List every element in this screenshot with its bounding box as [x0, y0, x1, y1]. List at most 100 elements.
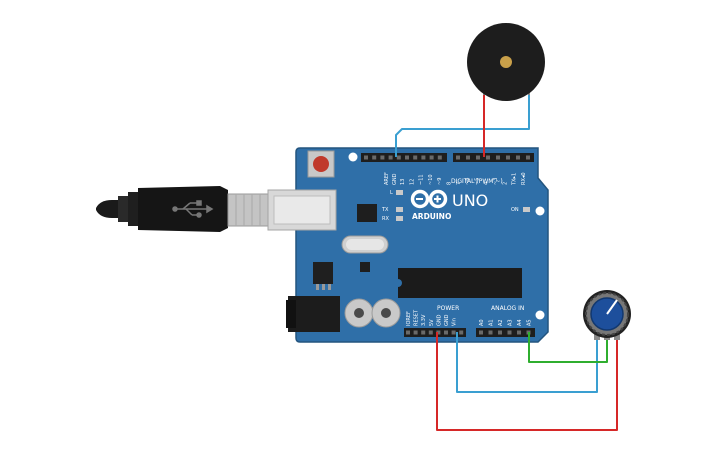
header-pin[interactable]	[421, 330, 426, 335]
digital-header-right	[453, 153, 534, 162]
board-model-text: UNO	[452, 191, 488, 210]
digital-pin-label: 8	[447, 182, 453, 185]
digital-header-label: DIGITAL (PWM ~)	[451, 178, 503, 185]
atmega-chip	[398, 268, 522, 298]
gnd-pin-label: GND	[392, 173, 398, 185]
header-pin[interactable]	[456, 155, 460, 160]
header-pin[interactable]	[466, 155, 470, 160]
digital-pin-label: ~11	[419, 174, 425, 185]
power-pin-label: GND	[436, 314, 442, 326]
analog-pin-label: A0	[479, 319, 485, 326]
small-chip	[360, 262, 370, 272]
arduino-logo-icon	[410, 189, 448, 209]
analog-pin-label: A4	[517, 319, 523, 326]
power-pin-label: IOREF	[406, 311, 412, 326]
buzzer-center	[500, 56, 512, 68]
digital-pin-label: 12	[409, 179, 415, 185]
power-pin-label: 3.3V	[421, 314, 427, 326]
header-pin[interactable]	[421, 155, 426, 160]
header-pin[interactable]	[516, 155, 520, 160]
analog-pin-label: A2	[498, 319, 504, 326]
header-pin[interactable]	[507, 330, 512, 335]
wire-buzzer-to-gnd[interactable]	[395, 93, 530, 157]
header-pin[interactable]	[444, 330, 448, 335]
crystal-oscillator	[341, 235, 389, 254]
header-pin[interactable]	[429, 155, 434, 160]
power-pin-label: RESET	[414, 309, 420, 326]
potentiometer[interactable]	[583, 290, 631, 340]
mounting-hole	[535, 206, 545, 216]
aref-pin-label: AREF	[384, 172, 390, 185]
mounting-hole	[535, 310, 545, 320]
power-pin-label: 5V	[429, 319, 435, 326]
voltage-regulator	[313, 262, 333, 290]
header-pin[interactable]	[517, 330, 521, 335]
power-pin-label: Vin	[452, 318, 458, 326]
header-pin[interactable]	[488, 330, 493, 335]
led-tx-label: TX	[381, 207, 389, 213]
digital-pin-label: 2	[502, 182, 508, 185]
led-l	[396, 190, 403, 195]
header-pin[interactable]	[437, 155, 442, 160]
digital-pin-label: ~3	[493, 178, 499, 185]
usb-chip	[357, 204, 377, 222]
wire-a5-to-pot[interactable]	[528, 332, 608, 363]
wire-gnd-to-pot[interactable]	[456, 332, 598, 393]
header-pin[interactable]	[406, 330, 410, 335]
analog-pin-label: A5	[527, 319, 533, 326]
capacitor	[344, 298, 374, 328]
reset-button[interactable]	[307, 150, 335, 178]
digital-pin-label: ~10	[428, 174, 434, 185]
led-l-label: L	[390, 190, 393, 196]
header-pin[interactable]	[459, 330, 464, 335]
analog-header	[476, 328, 535, 337]
header-pin[interactable]	[405, 155, 409, 160]
digital-pin-label: 7	[456, 182, 462, 185]
header-pin[interactable]	[396, 155, 401, 160]
digital-pin-label: ~6	[465, 178, 471, 185]
power-header	[404, 328, 466, 337]
led-on-label: ON	[511, 207, 519, 213]
header-pin[interactable]	[413, 330, 418, 335]
arduino-uno-board[interactable]: L TX RX ON UNO ARDUINO DIGITAL (PWM ~) P…	[267, 147, 549, 343]
digital-pin-label: RX◂0	[521, 172, 527, 185]
header-pin[interactable]	[506, 155, 510, 160]
dc-power-jack	[286, 296, 340, 332]
digital-pin-label: TX▸1	[512, 173, 518, 186]
analog-pin-label: A3	[508, 319, 514, 326]
digital-pin-label: 4	[484, 182, 490, 185]
header-pin[interactable]	[451, 330, 456, 335]
header-pin[interactable]	[364, 155, 368, 160]
led-on	[523, 207, 530, 212]
header-pin[interactable]	[372, 155, 377, 160]
analog-pin-label: A1	[489, 319, 495, 326]
wires	[395, 93, 618, 431]
header-pin[interactable]	[498, 330, 502, 335]
header-pin[interactable]	[380, 155, 385, 160]
mounting-hole	[348, 152, 358, 162]
power-pin-label: GND	[444, 314, 450, 326]
header-pin[interactable]	[476, 155, 480, 160]
board-brand-text: ARDUINO	[412, 212, 451, 221]
header-pin[interactable]	[428, 330, 433, 335]
header-pin[interactable]	[388, 155, 393, 160]
header-pin[interactable]	[479, 330, 483, 335]
header-pin[interactable]	[496, 155, 500, 160]
digital-pin-label: 13	[400, 179, 406, 185]
header-pin[interactable]	[413, 155, 418, 160]
digital-pin-label: ~5	[474, 178, 480, 185]
power-header-label: POWER	[437, 305, 459, 312]
capacitor	[371, 298, 401, 328]
led-rx	[396, 216, 403, 221]
usb-cable	[96, 186, 269, 232]
piezo-buzzer[interactable]	[467, 23, 545, 101]
header-pin[interactable]	[486, 155, 490, 160]
header-pin[interactable]	[436, 330, 441, 335]
usb-symbol-icon	[172, 200, 214, 218]
pot-indicator	[606, 299, 618, 315]
digital-header-left	[361, 153, 447, 162]
header-pin[interactable]	[526, 155, 530, 160]
wire-5v-to-pot[interactable]	[436, 332, 618, 431]
analog-header-label: ANALOG IN	[491, 305, 524, 312]
